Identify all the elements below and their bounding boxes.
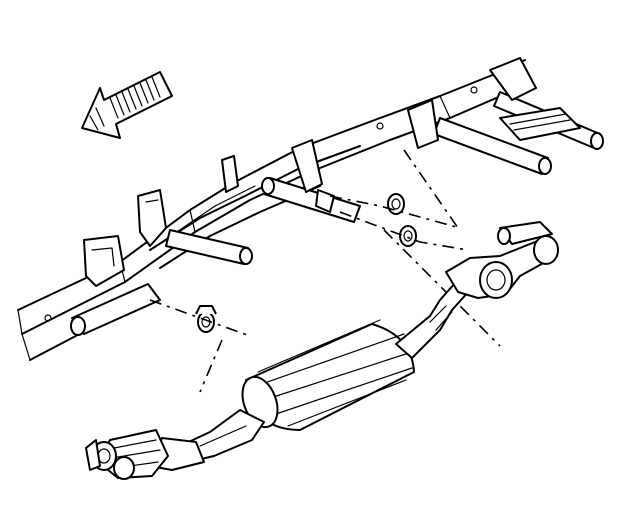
front-exhaust-pipe <box>149 409 265 471</box>
frame-bracket-center <box>137 189 167 247</box>
front-direction-arrow-icon <box>81 71 173 139</box>
exhaust-hanger-rear <box>399 225 417 247</box>
cross-member-front <box>70 283 161 336</box>
exhaust-hanger-center <box>387 193 405 215</box>
intermediate-pipe <box>395 281 471 359</box>
frame-bracket-rear <box>407 57 581 149</box>
leader-lines <box>149 149 501 393</box>
frame-bracket-front <box>83 235 125 287</box>
catalytic-converter <box>85 429 169 480</box>
frame-bracket-mid <box>291 139 335 213</box>
muffler <box>241 319 415 431</box>
frame-bracket-upper <box>221 155 239 193</box>
cross-member-center <box>165 229 253 265</box>
exhaust-hanger-front <box>195 305 217 333</box>
tailpipe <box>445 221 559 299</box>
